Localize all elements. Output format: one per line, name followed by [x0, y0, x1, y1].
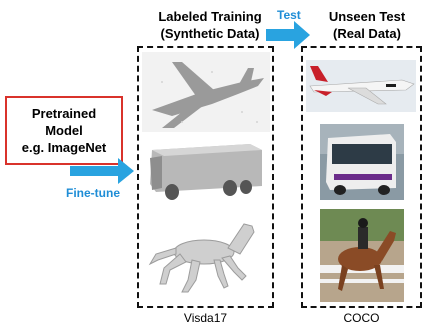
finetune-label: Fine-tune [66, 186, 120, 200]
real-bus-image [320, 124, 404, 200]
real-airplane-image [306, 60, 416, 112]
synthetic-jet-image [142, 52, 270, 132]
test-caption: COCO [343, 311, 380, 325]
pretrained-line2: Model [45, 123, 83, 138]
test-label: Test [277, 8, 301, 22]
real-horse-image [320, 209, 404, 302]
pretrained-line3: e.g. ImageNet [21, 140, 107, 155]
synthetic-bus-image [142, 138, 270, 206]
pretrained-model-box: Pretrained Model e.g. ImageNet [5, 96, 123, 165]
test-arrow [266, 21, 310, 49]
training-title1: Labeled Training [158, 9, 262, 24]
pretrained-line1: Pretrained [31, 106, 97, 121]
test-title2: (Real Data) [333, 26, 401, 41]
training-heading: Labeled Training (Synthetic Data) [140, 8, 280, 42]
test-title1: Unseen Test [328, 9, 406, 24]
training-data-box [137, 46, 274, 308]
test-heading: Unseen Test (Real Data) [312, 8, 422, 42]
test-data-box [301, 46, 422, 308]
finetune-arrow [70, 158, 134, 184]
training-caption: Visda17 [183, 311, 228, 325]
training-title2: (Synthetic Data) [160, 26, 260, 41]
synthetic-horse-image [142, 210, 270, 300]
